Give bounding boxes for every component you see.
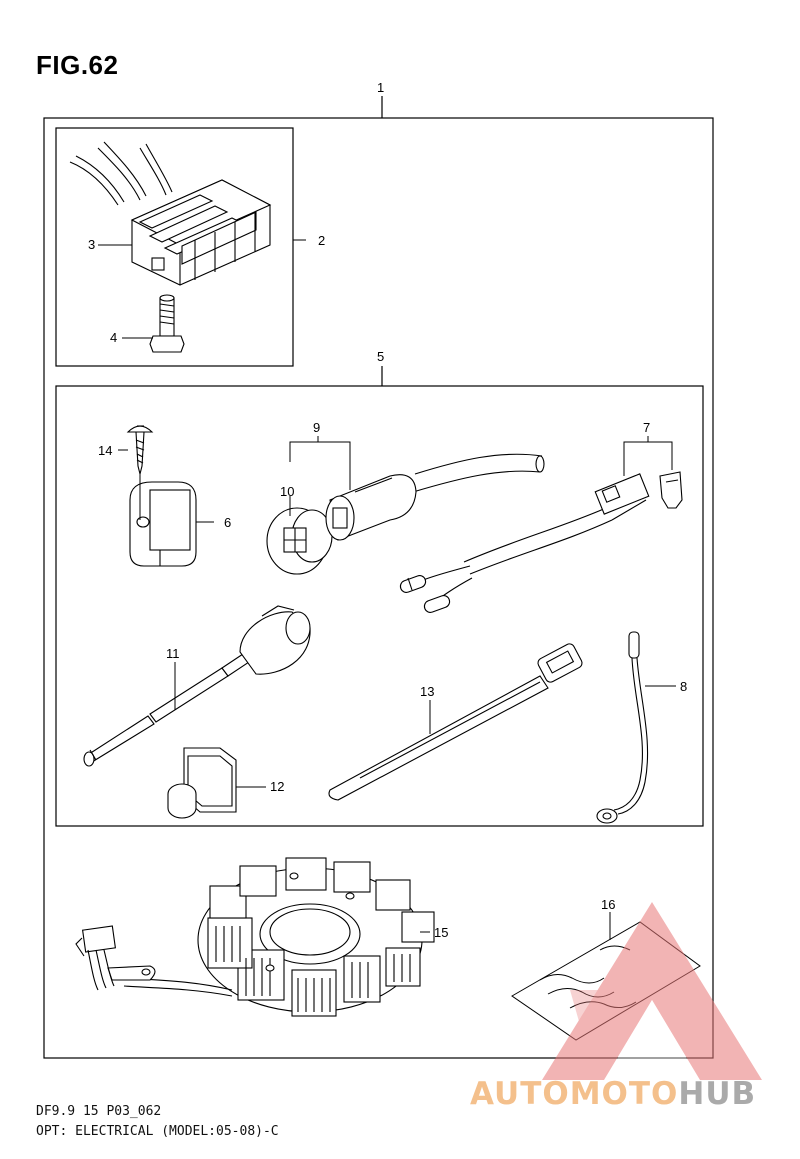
cable-clip [167, 747, 237, 819]
rectifier-regulator [69, 141, 272, 286]
callout-10: 10 [280, 484, 294, 499]
callout-8: 8 [680, 679, 687, 694]
callout-9: 9 [313, 420, 320, 435]
screw [126, 425, 154, 475]
callout-15: 15 [434, 925, 448, 940]
footer-caption: OPT: ELECTRICAL (MODEL:05-08)-C [36, 1124, 279, 1139]
callout-13: 13 [420, 684, 434, 699]
watermark-text: AUTOMOTOHUB [470, 1076, 756, 1112]
watermark-text-part2: HUB [678, 1076, 757, 1112]
callout-6: 6 [224, 515, 231, 530]
footer-code: DF9.9 15 P03_062 [36, 1104, 162, 1119]
callout-4: 4 [110, 330, 117, 345]
regulator-box [55, 127, 294, 367]
outer-frame [43, 117, 714, 1059]
callout-1: 1 [377, 80, 384, 95]
callout-14: 14 [98, 443, 112, 458]
figure-title: FIG.62 [36, 50, 119, 80]
callout-5: 5 [377, 349, 384, 364]
stator [75, 857, 435, 1017]
protective-tube [83, 605, 311, 767]
clamp [129, 481, 197, 567]
coupler [325, 453, 545, 541]
cable-tie [328, 643, 583, 801]
lead-wire [596, 631, 649, 824]
watermark-text-part1: AUTOMOTO [470, 1076, 679, 1112]
callout-3: 3 [88, 237, 95, 252]
bolt [149, 294, 185, 353]
grommet [266, 507, 333, 575]
callout-12: 12 [270, 779, 284, 794]
callout-16: 16 [601, 897, 615, 912]
callout-11: 11 [166, 646, 180, 661]
watermark-logo [542, 902, 762, 1080]
callout-7: 7 [643, 420, 650, 435]
callout-2: 2 [318, 233, 325, 248]
wire-harness [399, 471, 683, 613]
harness-kit-box [55, 385, 704, 827]
